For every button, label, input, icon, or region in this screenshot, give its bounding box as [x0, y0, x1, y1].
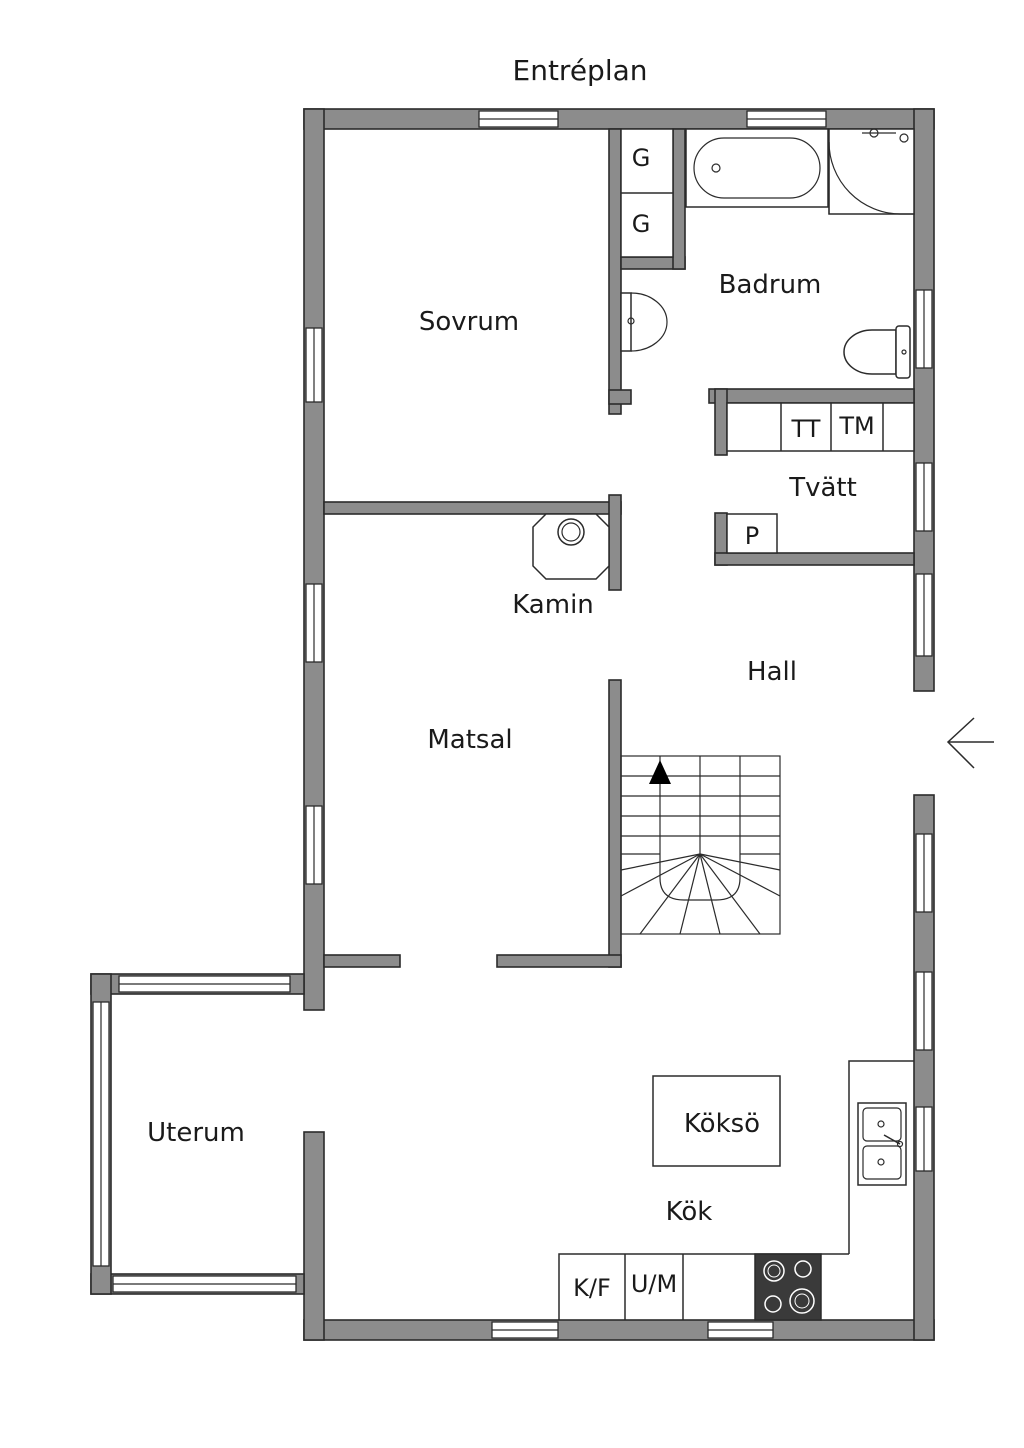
room-label-uterum: Uterum: [147, 1118, 245, 1148]
room-label-badrum: Badrum: [719, 270, 822, 300]
cooktop-icon: [754, 1253, 822, 1321]
room-label-kok: Kök: [666, 1197, 713, 1227]
room-label-kamin: Kamin: [512, 590, 594, 620]
toilet-icon: [843, 325, 911, 379]
room-label-hall: Hall: [747, 657, 797, 687]
room-label-matsal: Matsal: [427, 725, 512, 755]
wardrobe-closets: [620, 128, 674, 258]
floor-title: Entréplan: [513, 54, 648, 87]
kitchen-counter-right: [848, 1060, 914, 1254]
windows: [92, 110, 933, 1339]
kitchen-counter-bottom: [558, 1253, 849, 1320]
shower-icon: [828, 128, 915, 215]
staircase: [620, 755, 781, 935]
bathtub-icon: [685, 128, 829, 208]
boiler-box: [726, 513, 778, 554]
entrance-arrow-icon: [946, 717, 994, 769]
laundry-counter: [726, 402, 915, 452]
washing-machine-label: TM: [838, 412, 874, 440]
room-label-kokso: Köksö: [684, 1109, 760, 1139]
kitchen-sink-icon: [857, 1102, 907, 1186]
wardrobe-label: G: [632, 210, 651, 238]
tumble-dryer-label: TT: [791, 415, 821, 443]
washbasin-icon: [620, 292, 668, 352]
fridge-freezer-label: K/F: [573, 1274, 611, 1302]
oven-microwave-label: U/M: [631, 1270, 677, 1298]
stair-direction-arrow-icon: [649, 760, 671, 784]
stove-fireplace-icon: [532, 513, 610, 580]
room-label-tvatt: Tvätt: [788, 473, 857, 503]
wardrobe-label: G: [632, 144, 651, 172]
kitchen-island: [652, 1075, 781, 1167]
interior-walls: [323, 128, 915, 968]
boiler-label: P: [745, 522, 759, 550]
room-label-sovrum: Sovrum: [419, 307, 519, 337]
